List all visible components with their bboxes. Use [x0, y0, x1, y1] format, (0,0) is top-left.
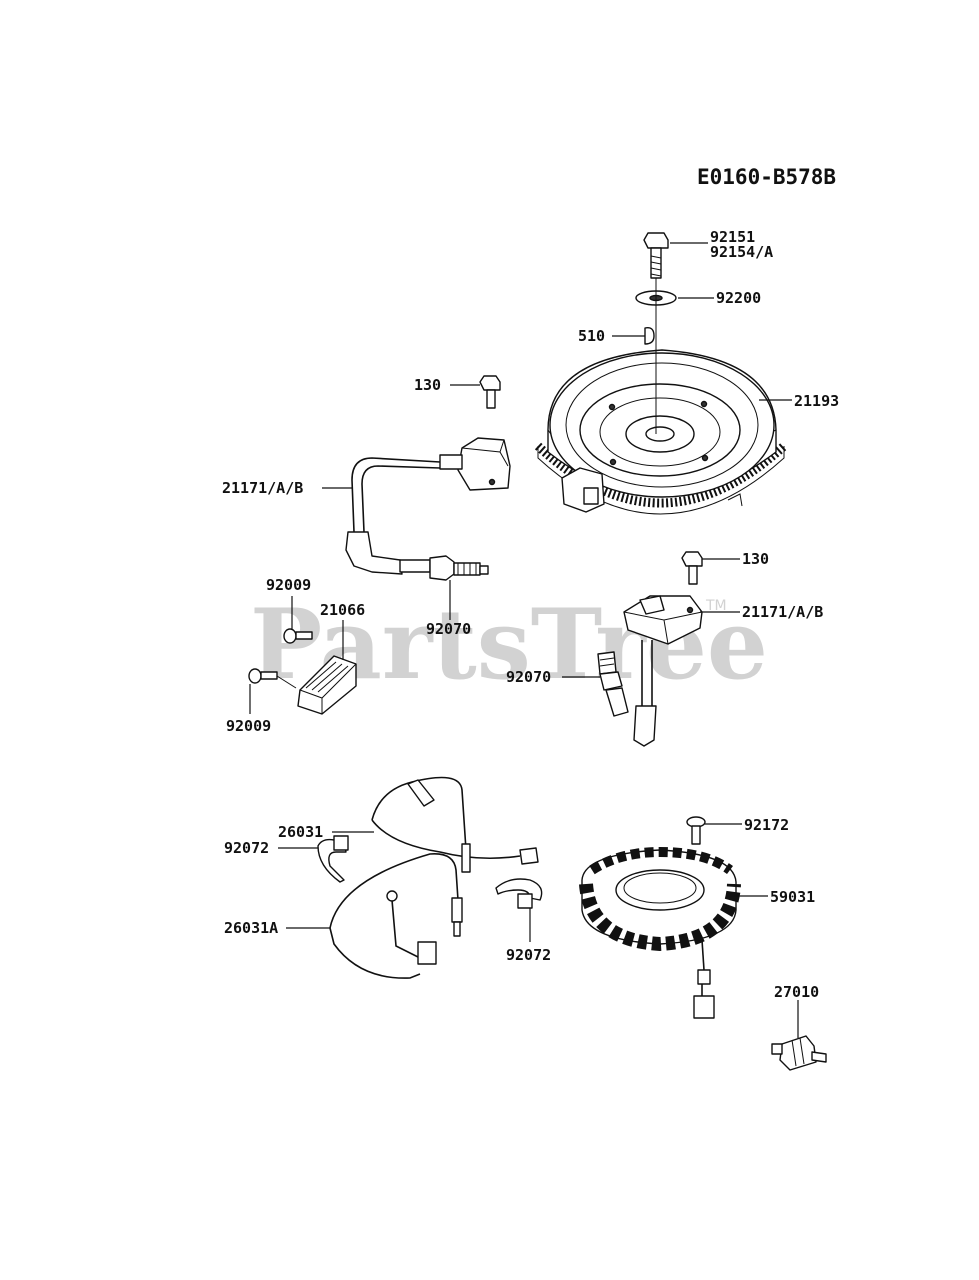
screw-92009-bottom-part[interactable] — [248, 668, 297, 689]
label-92072-left[interactable]: 92072 — [224, 839, 269, 857]
regulator-part[interactable] — [297, 655, 357, 715]
label-130-right[interactable]: 130 — [742, 550, 769, 568]
spark-plug-right-part[interactable] — [597, 651, 629, 717]
label-21193[interactable]: 21193 — [794, 392, 839, 410]
label-21066[interactable]: 21066 — [320, 601, 365, 619]
label-21171-right[interactable]: 21171/A/B — [742, 603, 823, 621]
label-92154a[interactable]: 92154/A — [710, 243, 773, 261]
label-26031[interactable]: 26031 — [278, 823, 323, 841]
oil-pressure-switch-part[interactable] — [771, 1035, 827, 1071]
label-92200[interactable]: 92200 — [716, 289, 761, 307]
label-59031[interactable]: 59031 — [770, 888, 815, 906]
label-26031a[interactable]: 26031A — [224, 919, 278, 937]
flywheel-bolt-part[interactable] — [643, 232, 669, 279]
screw-92172-part[interactable] — [686, 816, 706, 845]
label-21171-top[interactable]: 21171/A/B — [222, 479, 303, 497]
clamp-92072-right-part[interactable] — [495, 878, 543, 909]
label-92172[interactable]: 92172 — [744, 816, 789, 834]
label-92070-right[interactable]: 92070 — [506, 668, 551, 686]
clamp-92072-left-part[interactable] — [317, 835, 349, 883]
screw-92009-top-part[interactable] — [283, 628, 313, 644]
coil-bolt-right-part[interactable] — [681, 551, 703, 585]
label-510[interactable]: 510 — [578, 327, 605, 345]
spark-plug-left-part[interactable] — [399, 555, 489, 581]
watermark-trademark: TM — [705, 598, 727, 614]
harness-26031-part[interactable] — [371, 776, 539, 873]
diagram-code: E0160-B578B — [697, 165, 836, 189]
label-92072-right[interactable]: 92072 — [506, 946, 551, 964]
stator-part[interactable] — [579, 846, 741, 1019]
label-27010[interactable]: 27010 — [774, 983, 819, 1001]
flywheel-part[interactable] — [534, 349, 788, 515]
label-92009-bottom[interactable]: 92009 — [226, 717, 271, 735]
label-92151[interactable]: 92151 — [710, 228, 755, 246]
key-part[interactable] — [644, 326, 655, 345]
harness-26031a-part[interactable] — [329, 853, 463, 979]
coil-bolt-top-part[interactable] — [479, 375, 501, 409]
ignition-coil-right-part[interactable] — [623, 595, 703, 747]
ignition-coil-top-part[interactable] — [345, 437, 511, 575]
label-92009-top[interactable]: 92009 — [266, 576, 311, 594]
label-130-top[interactable]: 130 — [414, 376, 441, 394]
label-92070-left[interactable]: 92070 — [426, 620, 471, 638]
